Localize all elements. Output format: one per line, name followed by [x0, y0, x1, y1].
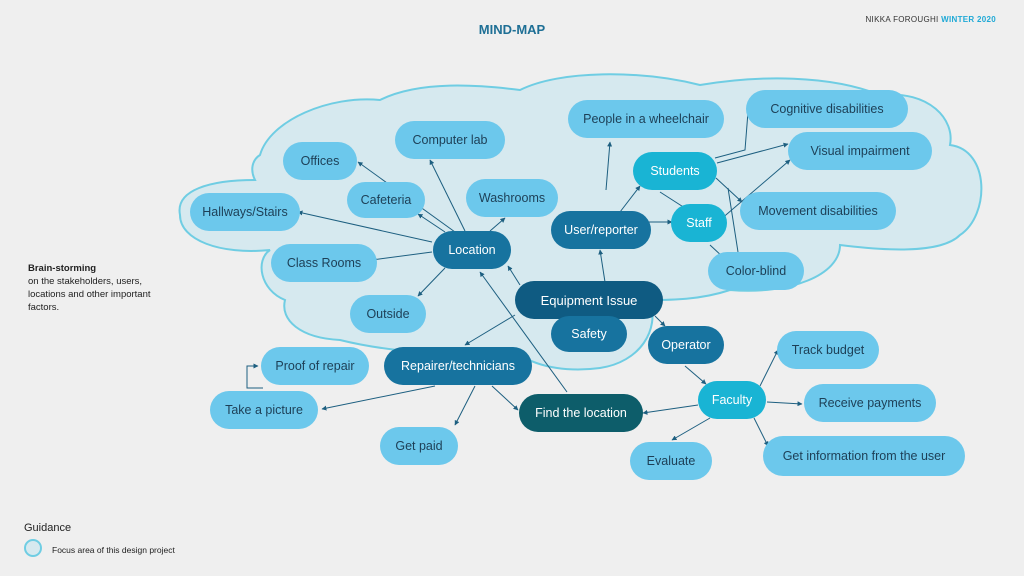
node-color-blind: Color-blind [708, 252, 804, 290]
brainstorm-note: Brain-storming on the stakeholders, user… [28, 262, 168, 314]
node-track-budget: Track budget [777, 331, 879, 369]
node-outside: Outside [350, 295, 426, 333]
node-receive-payments: Receive payments [804, 384, 936, 422]
node-students: Students [633, 152, 717, 190]
node-cognitive-disabilities: Cognitive disabilities [746, 90, 908, 128]
node-cafeteria: Cafeteria [347, 182, 425, 218]
focus-area-legend-label: Focus area of this design project [52, 545, 175, 555]
node-faculty: Faculty [698, 381, 766, 419]
node-get-paid: Get paid [380, 427, 458, 465]
node-find-the-location: Find the location [519, 394, 643, 432]
node-evaluate: Evaluate [630, 442, 712, 480]
brainstorm-heading: Brain-storming [28, 263, 97, 274]
node-hallways-stairs: Hallways/Stairs [190, 193, 300, 231]
node-equipment-issue: Equipment Issue [515, 281, 663, 319]
connectors [246, 107, 803, 447]
node-get-information: Get information from the user [763, 436, 965, 476]
node-staff: Staff [671, 204, 727, 242]
node-location: Location [433, 231, 511, 269]
node-user-reporter: User/reporter [551, 211, 651, 249]
guidance-title: Guidance [24, 522, 72, 534]
node-repairer-technicians: Repairer/technicians [384, 347, 532, 385]
node-class-rooms: Class Rooms [271, 244, 377, 282]
author-credit: NIKKA FOROUGHI WINTER 2020 [865, 15, 996, 24]
node-computer-lab: Computer lab [395, 121, 505, 159]
page-title: MIND-MAP [478, 22, 546, 37]
node-take-a-picture: Take a picture [210, 391, 318, 429]
node-visual-impairment: Visual impairment [788, 132, 932, 170]
focus-area-legend-swatch [24, 539, 42, 557]
author-name: NIKKA FOROUGHI [865, 15, 939, 24]
node-proof-of-repair: Proof of repair [261, 347, 369, 385]
node-operator: Operator [648, 326, 724, 364]
node-offices: Offices [283, 142, 357, 180]
node-safety: Safety [551, 316, 627, 352]
node-washrooms: Washrooms [466, 179, 558, 217]
brainstorm-body: on the stakeholders, users, locations an… [28, 276, 151, 313]
node-people-wheelchair: People in a wheelchair [568, 100, 724, 138]
season-label: WINTER 2020 [941, 15, 996, 24]
node-movement-disabilities: Movement disabilities [740, 192, 896, 230]
